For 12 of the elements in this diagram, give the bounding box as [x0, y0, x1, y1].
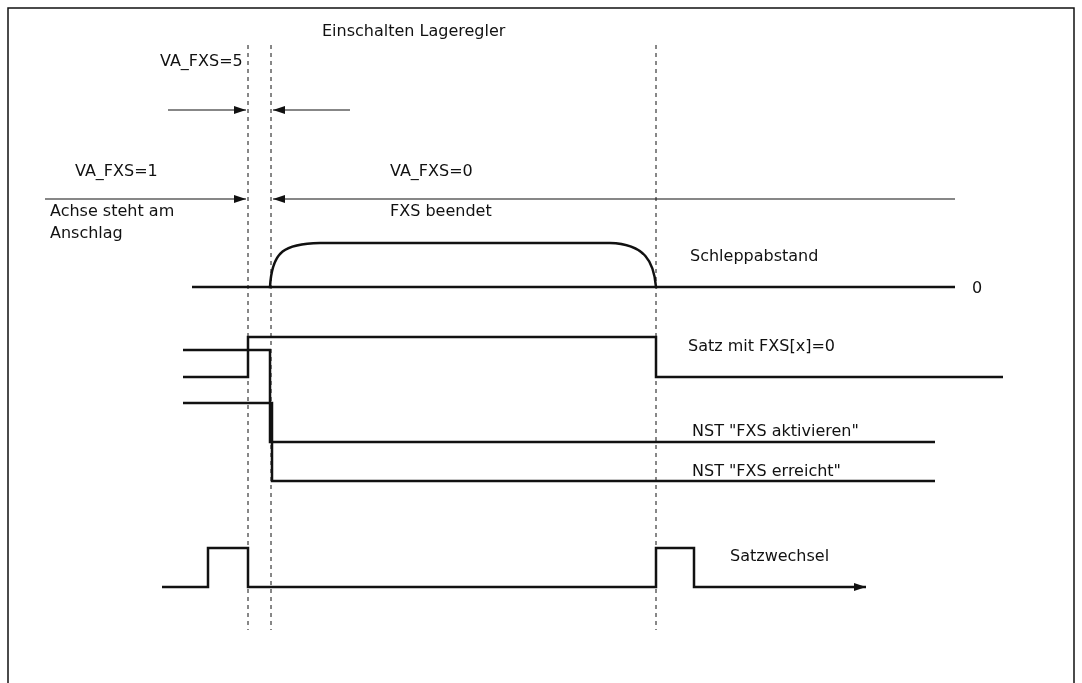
annotation-text: Einschalten Lageregler [322, 20, 506, 42]
annotation-text: FXS beendet [390, 200, 492, 222]
signal-label: Satz mit FXS[x]=0 [688, 335, 835, 357]
signal-label: NST "FXS aktivieren" [692, 420, 859, 442]
annotation-text: VA_FXS=5 [160, 50, 243, 72]
value-label: 0 [972, 277, 983, 299]
annotation-text: Achse steht am Anschlag [50, 200, 176, 244]
annotation-text: VA_FXS=0 [390, 160, 473, 182]
signal-label: Schleppabstand [690, 245, 819, 267]
signal-label: NST "FXS erreicht" [692, 460, 841, 482]
signal-label: Satzwechsel [730, 545, 830, 567]
annotation-text: VA_FXS=1 [75, 160, 158, 182]
